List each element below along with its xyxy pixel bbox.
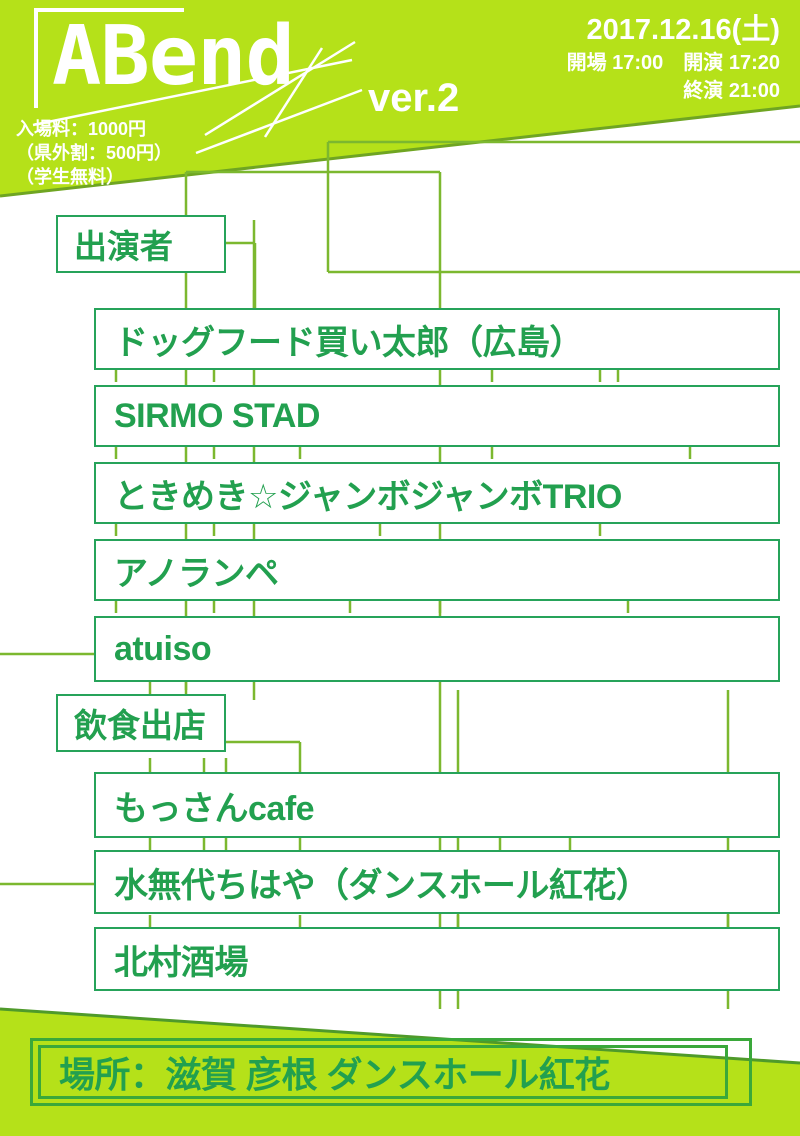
performer-name: アノランペ bbox=[114, 554, 279, 593]
venue-banner-outer-border bbox=[30, 1038, 752, 1106]
price-out-of-prefecture: （県外割：500円） bbox=[16, 142, 173, 163]
section-heading-vendors: 飲食出店 bbox=[56, 694, 226, 752]
list-item[interactable]: 水無代ちはや（ダンスホール紅花） bbox=[94, 850, 780, 914]
list-item[interactable]: アノランペ bbox=[94, 539, 780, 601]
vendor-name: もっさんcafe bbox=[114, 789, 315, 828]
version-label: ver.2 bbox=[368, 76, 460, 120]
event-date: 2017.12.16(土) bbox=[586, 14, 780, 46]
list-item[interactable]: SIRMO STAD bbox=[94, 385, 780, 447]
performer-name: SIRMO STAD bbox=[114, 396, 320, 435]
section-heading-performers-label: 出演者 bbox=[74, 228, 173, 265]
event-logo: ABend bbox=[52, 9, 295, 104]
performer-name: ドッグフード買い太郎（広島） bbox=[114, 323, 584, 362]
list-item[interactable]: ときめき☆ジャンボジャンボTRIO bbox=[94, 462, 780, 524]
performer-name: atuiso bbox=[114, 629, 212, 668]
event-times-open-start: 開場 17:00 開演 17:20 bbox=[566, 52, 780, 75]
list-item[interactable]: 北村酒場 bbox=[94, 927, 780, 991]
date-time-block: 2017.12.16(土) 開場 17:00 開演 17:20 終演 21:00 bbox=[567, 12, 780, 104]
venue-banner: 場所：滋賀 彦根 ダンスホール紅花 bbox=[38, 1045, 728, 1099]
list-item[interactable]: ドッグフード買い太郎（広島） bbox=[94, 308, 780, 370]
performer-name: ときめき☆ジャンボジャンボTRIO bbox=[114, 477, 622, 516]
price-block: 入場料：1000円 （県外割：500円） （学生無料） bbox=[16, 118, 172, 190]
logo-bracket bbox=[34, 8, 184, 108]
event-times-end: 終演 21:00 bbox=[683, 80, 780, 103]
price-admission: 入場料：1000円 bbox=[16, 119, 147, 139]
list-item[interactable]: もっさんcafe bbox=[94, 772, 780, 838]
list-item[interactable]: atuiso bbox=[94, 616, 780, 682]
venue-text: 場所：滋賀 彦根 ダンスホール紅花 bbox=[59, 1054, 610, 1095]
price-student-free: （学生無料） bbox=[16, 166, 124, 187]
section-heading-performers: 出演者 bbox=[56, 215, 226, 273]
vendor-name: 北村酒場 bbox=[114, 943, 249, 982]
vendor-name: 水無代ちはや（ダンスホール紅花） bbox=[114, 866, 650, 905]
logo-block: ABend bbox=[34, 8, 364, 118]
section-heading-vendors-label: 飲食出店 bbox=[74, 707, 206, 744]
